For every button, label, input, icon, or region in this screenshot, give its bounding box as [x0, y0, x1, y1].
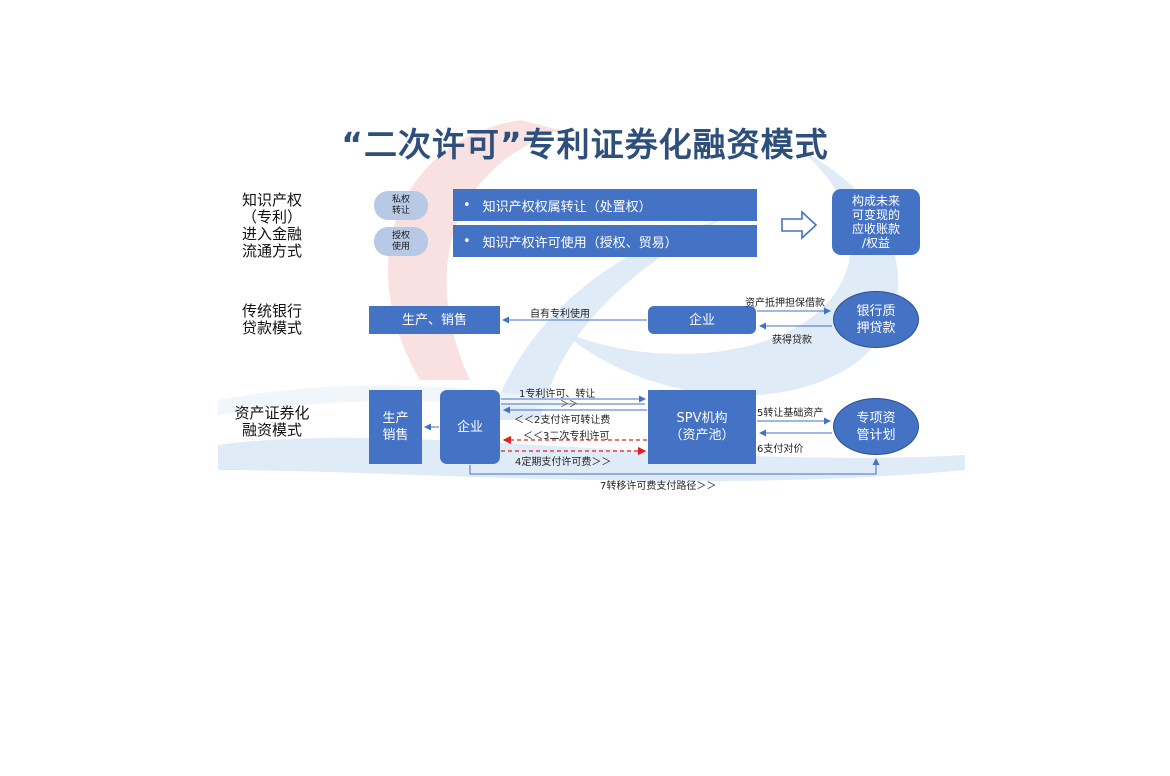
row1-label-line: 进入金融 — [241, 225, 302, 243]
flow-6-label: 6支付对价 — [757, 444, 804, 455]
flow-1-arrow-label: ＞＞ — [560, 400, 579, 410]
ownership-transfer-text: 知识产权权属转让（处置权） — [482, 199, 652, 215]
row3-label-line: 融资模式 — [241, 421, 302, 439]
enterprise-box: 企业 — [648, 306, 756, 334]
row3-label-line: 资产证券化 — [234, 404, 310, 422]
bank-line: 押贷款 — [856, 320, 896, 336]
page-title: “二次许可”专利证券化融资模式 — [341, 125, 829, 164]
flow-7-arrow — [469, 458, 880, 475]
result-line: 可变现的 — [851, 208, 900, 222]
pill-line: 授权 — [391, 230, 410, 241]
row1-label-line: （专利） — [241, 208, 302, 226]
ownership-transfer-bar: • 知识产权权属转让（处置权） — [453, 189, 757, 221]
spv-line: SPV机构 — [676, 411, 728, 426]
pill-line: 私权 — [391, 194, 410, 205]
row2-label: 传统银行 贷款模式 — [222, 303, 322, 337]
production-sales-box-2: 生产 销售 — [369, 390, 422, 464]
result-line: 构成未来 — [851, 194, 900, 208]
row1-label-line: 知识产权 — [241, 191, 302, 209]
hollow-right-arrow-icon — [781, 210, 818, 240]
spv-line: （资产池） — [669, 428, 735, 443]
license-use-text: 知识产权许可使用（授权、贸易） — [482, 235, 678, 251]
result-line: /权益 — [861, 236, 891, 250]
flow-4-label: 4定期支付许可费＞＞ — [515, 457, 612, 468]
pill-line: 使用 — [391, 241, 410, 252]
result-line: 应收账款 — [851, 222, 900, 236]
license-use-pill: 授权 使用 — [374, 227, 428, 256]
plan-line: 管计划 — [856, 427, 896, 443]
receivables-result-box: 构成未来 可变现的 应收账款 /权益 — [832, 189, 920, 255]
bank-pledge-loan-circle: 银行质 押贷款 — [833, 291, 919, 348]
row3-label: 资产证券化 融资模式 — [210, 405, 334, 439]
bullet-icon: • — [463, 233, 471, 249]
flow-2-label: ＜＜2支付许可转让费 — [514, 415, 611, 426]
plan-line: 专项资 — [856, 410, 896, 426]
pill-line: 转让 — [391, 205, 410, 216]
bullet-icon: • — [463, 197, 471, 213]
own-patent-use-label: 自有专利使用 — [530, 309, 590, 320]
row2-label-line: 传统银行 — [241, 302, 302, 320]
production-line: 销售 — [382, 428, 409, 443]
flow-7-label: 7转移许可费支付路径＞＞ — [600, 481, 717, 492]
flow-1-label: 1专利许可、转让 — [519, 389, 596, 400]
private-transfer-pill: 私权 转让 — [374, 191, 428, 220]
asset-mortgage-label: 资产抵押担保借款 — [745, 298, 825, 309]
bank-line: 银行质 — [856, 303, 896, 319]
flow-5-label: 5转让基础资产 — [757, 408, 824, 419]
special-asset-plan-circle: 专项资 管计划 — [833, 398, 919, 455]
row2-label-line: 贷款模式 — [241, 319, 302, 337]
license-use-bar: • 知识产权许可使用（授权、贸易） — [453, 225, 757, 257]
row1-label: 知识产权 （专利） 进入金融 流通方式 — [222, 192, 322, 260]
production-sales-box: 生产、销售 — [369, 306, 500, 334]
get-loan-label: 获得贷款 — [772, 335, 812, 346]
row1-label-line: 流通方式 — [241, 242, 302, 260]
enterprise-box-2: 企业 — [440, 390, 500, 464]
spv-asset-pool-box: SPV机构 （资产池） — [648, 390, 756, 464]
flow-3-label: ＜＜3二次专利许可 — [523, 431, 610, 442]
production-line: 生产 — [382, 411, 409, 426]
